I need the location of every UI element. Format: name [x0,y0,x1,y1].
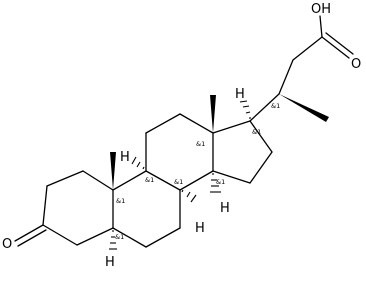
stereo-label-c13: &1 [196,140,205,148]
bond-c16-c17 [249,120,273,153]
bond-c11-c12 [145,113,181,134]
carbonyl-oxygen-label: O [351,57,361,72]
h-c8-label: H [195,221,205,236]
bond-c3-o-1 [14,224,44,242]
h-c17-label: H [235,87,245,102]
hash-c5-h [109,230,117,250]
stereo-label-c20: &1 [271,102,280,110]
ring-d [212,120,273,184]
hydroxyl-label: OH [311,2,331,17]
hash-c9-h [131,156,145,170]
bond-c17-c20 [249,93,280,122]
methyl-c18-wedge [210,95,216,133]
h-c14-label: H [220,201,230,216]
bond-c1-c2 [46,170,84,187]
bond-c2-c3 [42,185,48,226]
hash-c17-h [239,100,251,119]
ring-b [112,170,181,248]
bond-c15-c16 [249,151,273,184]
bond-c3-o-2 [17,229,47,247]
stereo-label-c8: &1 [174,178,183,186]
bond-c22-c23 [292,36,323,61]
hash-c8-h [181,189,197,203]
ring-c [145,113,214,191]
methyl-c19-wedge [110,152,116,190]
hash-c14-h [210,173,221,193]
bond-c9-c10 [112,170,147,191]
bond-c20-c22 [278,59,294,95]
bond-c14-c8 [179,170,214,191]
stereo-label-c14: &1 [216,178,225,186]
h-c9-label: H [120,150,130,165]
bond-c12-c13 [179,113,214,134]
bond-c14-c15 [212,170,251,184]
stereo-label-c17: &1 [252,128,261,136]
ring-a [42,170,114,246]
stereo-label-c9: &1 [145,176,154,184]
stereo-label-c5: &1 [115,233,124,241]
methyl-c21-wedge [279,94,329,122]
ketone-oxygen-label: O [2,237,12,252]
ketone-group: O [2,224,47,252]
bond-c17-c13 [212,120,251,134]
bond-c8-c9 [145,170,181,191]
bond-c23-o-2 [325,32,354,55]
bond-c6-c7 [145,227,181,248]
bond-c23-oh [319,15,323,38]
side-chain: OH O [249,2,361,122]
bond-c4-c5 [76,227,114,246]
bond-c3-c4 [42,224,78,246]
stereo-label-c10: &1 [116,197,125,205]
h-c5-label: H [105,255,115,270]
bond-c23-o-1 [321,36,350,59]
bond-c5-c6 [112,227,147,248]
bond-c10-c1 [82,170,114,191]
